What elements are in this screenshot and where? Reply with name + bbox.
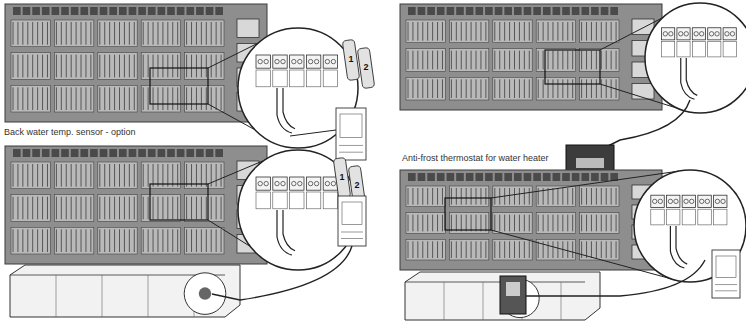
callout-number: 2 bbox=[351, 181, 363, 191]
sensor-box bbox=[338, 196, 366, 246]
anti-frost-thermostat bbox=[500, 276, 526, 314]
callout-number: 1 bbox=[345, 55, 357, 65]
wire bbox=[290, 130, 336, 136]
wire bbox=[212, 246, 352, 300]
wire-tag bbox=[342, 39, 359, 80]
sensor-box bbox=[712, 250, 740, 298]
wire bbox=[526, 260, 705, 296]
control-board bbox=[5, 146, 267, 264]
magnifier bbox=[150, 28, 358, 148]
sensor-box bbox=[336, 108, 366, 160]
control-board bbox=[5, 4, 267, 122]
control-board bbox=[400, 4, 662, 110]
wire-tag bbox=[333, 157, 350, 198]
air-handling-unit bbox=[10, 265, 240, 317]
section-title: Back water temp. sensor - option bbox=[4, 128, 136, 138]
callout-number: 2 bbox=[360, 63, 372, 73]
callout-number: 1 bbox=[336, 173, 348, 183]
magnifier bbox=[445, 170, 746, 282]
section-title: Anti-frost thermostat for water heater bbox=[402, 154, 549, 164]
magnifier bbox=[545, 3, 746, 113]
control-board bbox=[400, 170, 662, 270]
magnifier bbox=[150, 150, 358, 270]
wire-tag bbox=[357, 47, 374, 88]
wire bbox=[600, 100, 690, 150]
